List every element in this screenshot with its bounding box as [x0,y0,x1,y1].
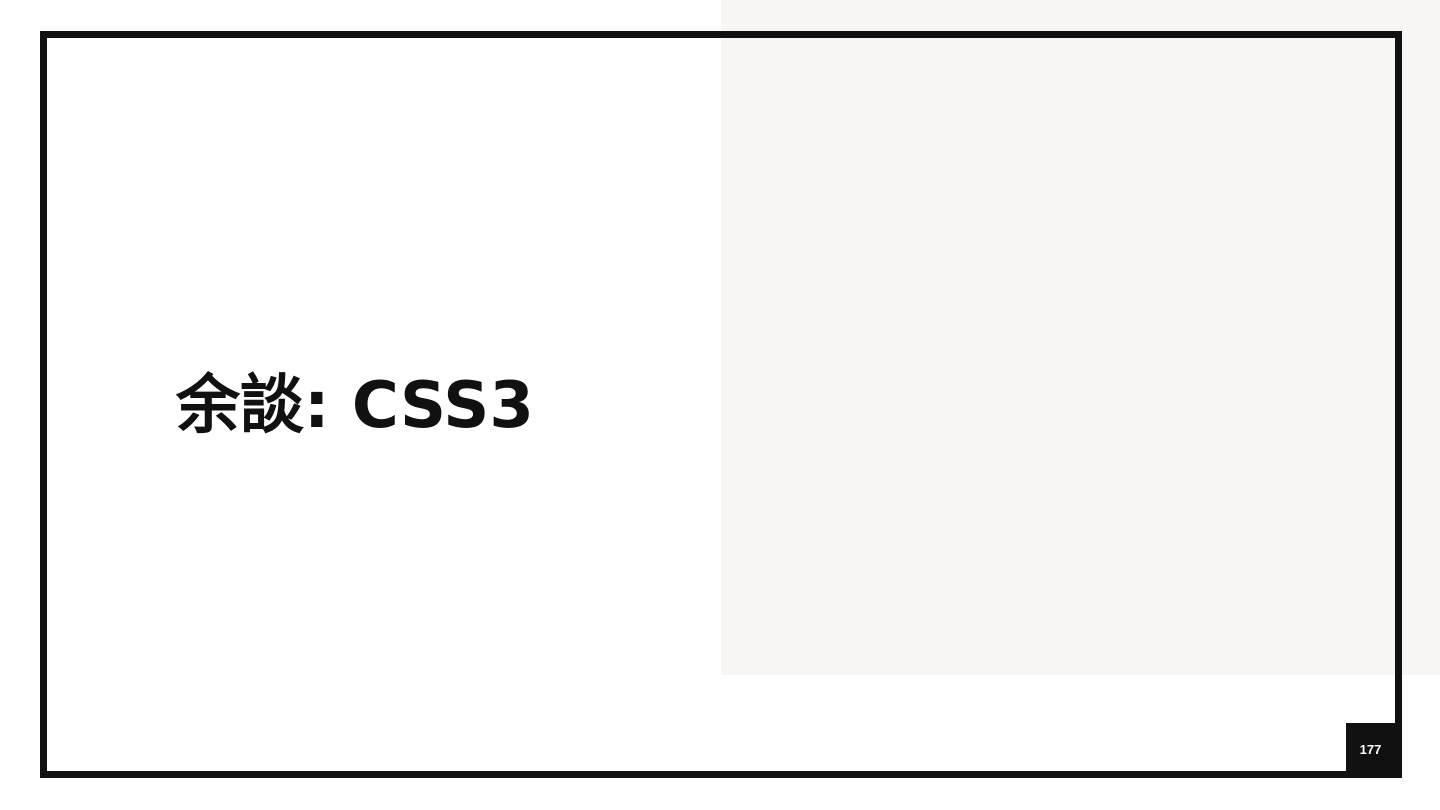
page-number: 177 [1359,741,1382,757]
side-panel [721,0,1440,675]
page-number-badge: 177 [1346,723,1395,775]
slide-frame [40,31,1402,778]
slide-title: 余談: CSS3 [176,369,534,443]
